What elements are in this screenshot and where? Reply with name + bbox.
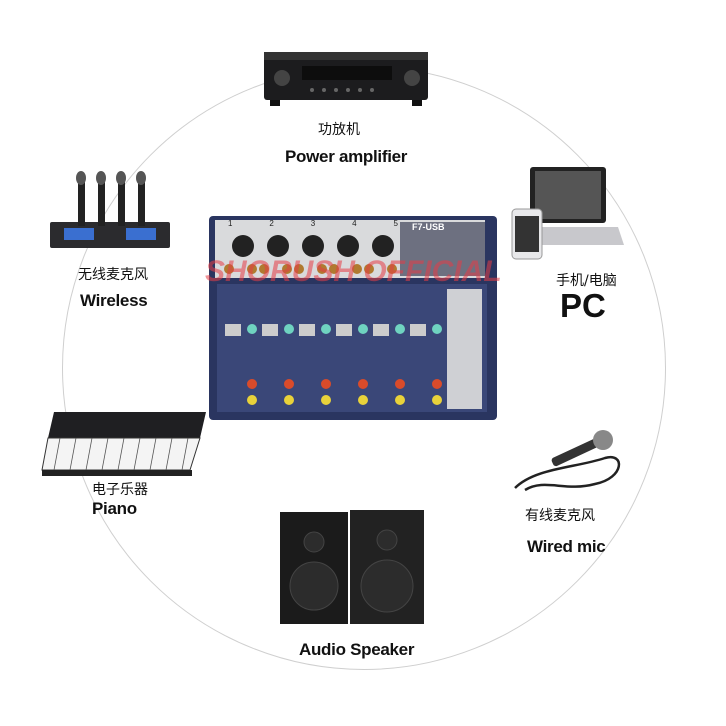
laptop-phone-image <box>511 167 624 260</box>
watermark: SHORUSH OFFICIAL <box>205 255 502 288</box>
mixer-channel-numbers: 1 2 3 4 5 <box>228 219 398 228</box>
wired-mic-label-en: Wired mic <box>527 537 606 556</box>
wireless-label-en: Wireless <box>80 291 148 310</box>
wired-mic-label-cn: 有线麦克风 <box>525 508 595 524</box>
power-amplifier-image <box>264 52 428 106</box>
channel-number: 4 <box>352 219 357 228</box>
pc-label-en: PC <box>560 287 606 324</box>
channel-number: 3 <box>310 219 316 228</box>
channel-number: 2 <box>269 219 274 228</box>
speakers-image <box>280 510 424 624</box>
piano-label-cn: 电子乐器 <box>92 482 148 498</box>
channel-number: 5 <box>393 219 398 228</box>
wired-mic-image <box>514 430 621 492</box>
piano-label-en: Piano <box>92 499 137 518</box>
pc-label-cn: 手机/电脑 <box>556 273 617 289</box>
amplifier-label-cn: 功放机 <box>318 122 360 138</box>
amplifier-label-en: Power amplifier <box>285 147 408 166</box>
speaker-label: Audio Speaker <box>299 640 415 659</box>
keyboard-image <box>41 412 206 476</box>
audio-mixer-image <box>209 216 497 420</box>
wireless-label-cn: 无线麦克风 <box>78 267 148 283</box>
wireless-mic-image <box>50 171 170 248</box>
mixer-model-label: F7-USB <box>412 222 445 232</box>
channel-number: 1 <box>228 219 233 228</box>
